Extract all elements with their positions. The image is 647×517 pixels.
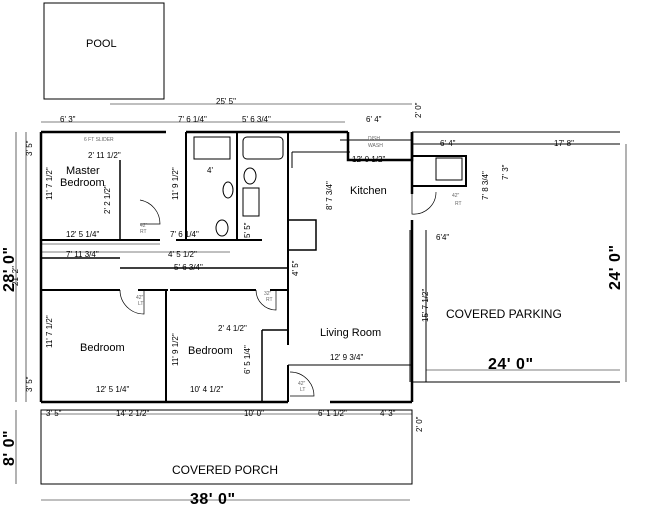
dim-label: 2' 2 1/2": [103, 185, 112, 214]
overall-width-dim: 38' 0": [190, 491, 236, 508]
dim-label: 4' 3": [380, 409, 396, 418]
dim-label: 5' 6 3/4": [242, 115, 271, 124]
door-note: RT: [140, 229, 147, 235]
parking-width-dim: 24' 0": [488, 356, 534, 373]
door-note: 32": [264, 291, 272, 297]
dim-label: 25' 5": [216, 97, 236, 106]
dim-label: 5' 6 3/4": [174, 263, 203, 272]
master-label-2: Bedroom: [60, 177, 105, 189]
door-note: RT: [266, 297, 273, 303]
dim-label: 7' 8 3/4": [481, 171, 490, 200]
kitchen-divider: [288, 219, 317, 251]
bedroom2-label: Bedroom: [188, 345, 233, 357]
dim-label: 2' 11 1/2": [88, 151, 121, 160]
living-label: Living Room: [320, 327, 382, 339]
dim-label: 6' 5 1/4": [243, 345, 252, 374]
dim-label: 11' 7 1/2": [45, 315, 54, 348]
dim-label: 2' 4 1/2": [218, 324, 247, 333]
dishwasher-note-1: DISH: [368, 136, 380, 142]
bedroom2-right: [261, 329, 288, 402]
pool-label: POOL: [86, 38, 117, 50]
dim-label: 7' 11 3/4": [66, 250, 99, 259]
dishwasher-note-2: WASH: [368, 143, 383, 149]
bedroom1-label: Bedroom: [80, 342, 125, 354]
dim-label: 5' 5": [243, 222, 252, 239]
dim-label: 6' 1 1/2": [318, 409, 347, 418]
bathtub: [242, 136, 284, 160]
porch-label: COVERED PORCH: [172, 463, 279, 477]
dim-label: 4' 5": [291, 260, 300, 277]
dim-label: 12' 0 1/2": [352, 155, 386, 164]
dim-label: 7' 6 1/4": [178, 115, 207, 124]
toilet-1: [222, 181, 234, 199]
kitchen-counter: [291, 151, 350, 168]
door-note: 42": [136, 295, 144, 301]
dim-label: 4' 5 1/2": [168, 250, 197, 259]
kitchen-label: Kitchen: [350, 185, 387, 197]
dim-label: 7' 6 1/4": [170, 230, 199, 239]
door-note: LT: [138, 301, 144, 307]
door-swing-bedroom2: [255, 289, 277, 311]
dim-label: 3' 5": [25, 376, 34, 393]
dim-label: 8' 7 3/4": [325, 181, 334, 210]
dim-line-top: [41, 103, 412, 123]
slider-note: 6 FT SLIDER: [84, 137, 114, 143]
dim-label: 6' 4": [366, 115, 382, 124]
sink-1: [215, 219, 229, 237]
master-label-1: Master: [66, 165, 100, 177]
porch-depth-dim: 8' 0": [1, 429, 18, 466]
pantry-inner: [435, 157, 463, 181]
pantry-box: [412, 155, 467, 187]
dim-line-interior: [41, 243, 240, 269]
dim-label: 4': [207, 166, 213, 175]
door-swing-bedroom1: [119, 289, 145, 315]
door-swing-front: [289, 371, 315, 397]
dim-label: 2' 0": [415, 416, 424, 433]
shower-stall: [193, 136, 231, 160]
dim-label: 17' 8": [554, 139, 574, 148]
dim-label: 3' 5": [25, 140, 34, 157]
dim-label: 21' 2": [11, 266, 20, 286]
dim-label: 12' 5 1/4": [96, 385, 130, 394]
parking-depth-dim: 24' 0": [607, 244, 624, 290]
hall-wall: [41, 257, 288, 269]
pool-outline: [43, 2, 165, 100]
dim-label: 10' 0": [244, 409, 264, 418]
door-note: 42": [298, 381, 306, 387]
dim-label: 12' 9 3/4": [330, 353, 364, 362]
dim-label: 6' 3": [60, 115, 76, 124]
dim-label: 6' 4": [440, 139, 456, 148]
dim-label: 12' 5 1/4": [66, 230, 100, 239]
dim-label: 3' 5": [46, 409, 62, 418]
dim-label: 15' 7 1/2": [421, 288, 430, 322]
door-note: LT: [300, 387, 306, 393]
dim-label: 11' 9 1/2": [171, 167, 180, 200]
door-note: 42": [140, 223, 148, 229]
parking-outline: [409, 131, 620, 383]
dim-label: 14' 2 1/2": [116, 409, 150, 418]
parking-label: COVERED PARKING: [446, 307, 562, 321]
dim-label: 6'4": [436, 233, 450, 242]
door-note: 42": [452, 193, 460, 199]
porch-outline: [40, 409, 413, 485]
dim-label: 10' 4 1/2": [190, 385, 224, 394]
door-note: RT: [455, 201, 462, 207]
dim-line-left: [15, 132, 27, 402]
dim-label: 2' 0": [414, 102, 423, 119]
vanity: [242, 187, 260, 217]
dim-label: 11' 7 1/2": [45, 167, 54, 200]
door-swing-master: [139, 199, 161, 225]
dim-label: 7' 3": [501, 164, 510, 181]
toilet-2: [243, 167, 257, 185]
door-swing-kitchen: [411, 191, 437, 215]
dim-label: 11' 9 1/2": [171, 333, 180, 366]
